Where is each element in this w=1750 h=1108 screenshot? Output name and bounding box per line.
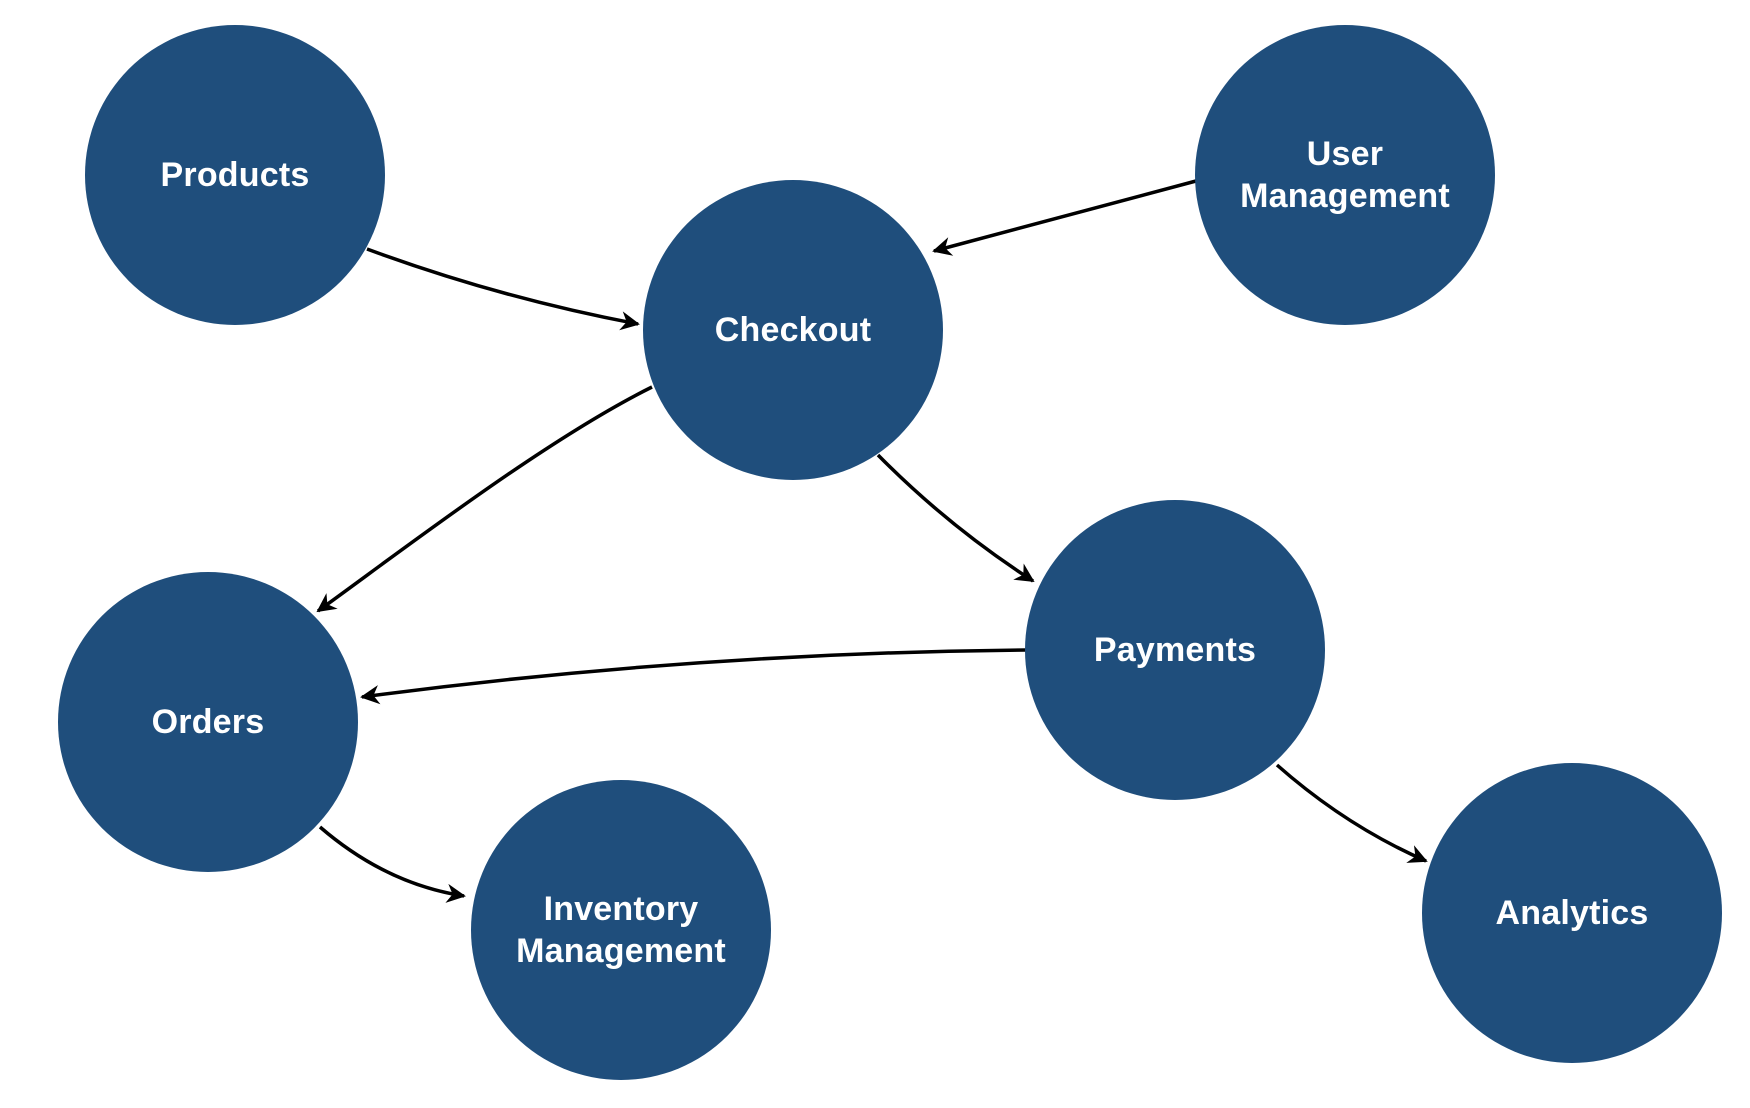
edge-user-management-to-checkout <box>932 179 1197 256</box>
node-label-user-management: User Management <box>1240 134 1450 216</box>
node-label-inventory-management: Inventory Management <box>516 889 726 971</box>
node-payments[interactable]: Payments <box>1025 500 1325 800</box>
node-products[interactable]: Products <box>85 25 385 325</box>
edge-orders-to-inventory-management <box>318 825 466 903</box>
node-user-management[interactable]: User Management <box>1195 25 1495 325</box>
node-label-analytics: Analytics <box>1495 893 1649 932</box>
node-orders[interactable]: Orders <box>58 572 358 872</box>
node-analytics[interactable]: Analytics <box>1422 763 1722 1063</box>
edge-checkout-to-orders <box>316 385 653 613</box>
node-label-products: Products <box>160 155 310 194</box>
edge-payments-to-orders <box>360 648 1027 705</box>
edge-payments-to-analytics <box>1275 763 1428 863</box>
node-inventory-management[interactable]: Inventory Management <box>471 780 771 1080</box>
node-checkout[interactable]: Checkout <box>643 180 943 480</box>
node-label-checkout: Checkout <box>714 310 872 349</box>
node-label-payments: Payments <box>1093 630 1257 669</box>
edge-checkout-to-payments <box>876 453 1035 583</box>
node-label-orders: Orders <box>151 702 265 741</box>
edge-products-to-checkout <box>366 247 640 331</box>
